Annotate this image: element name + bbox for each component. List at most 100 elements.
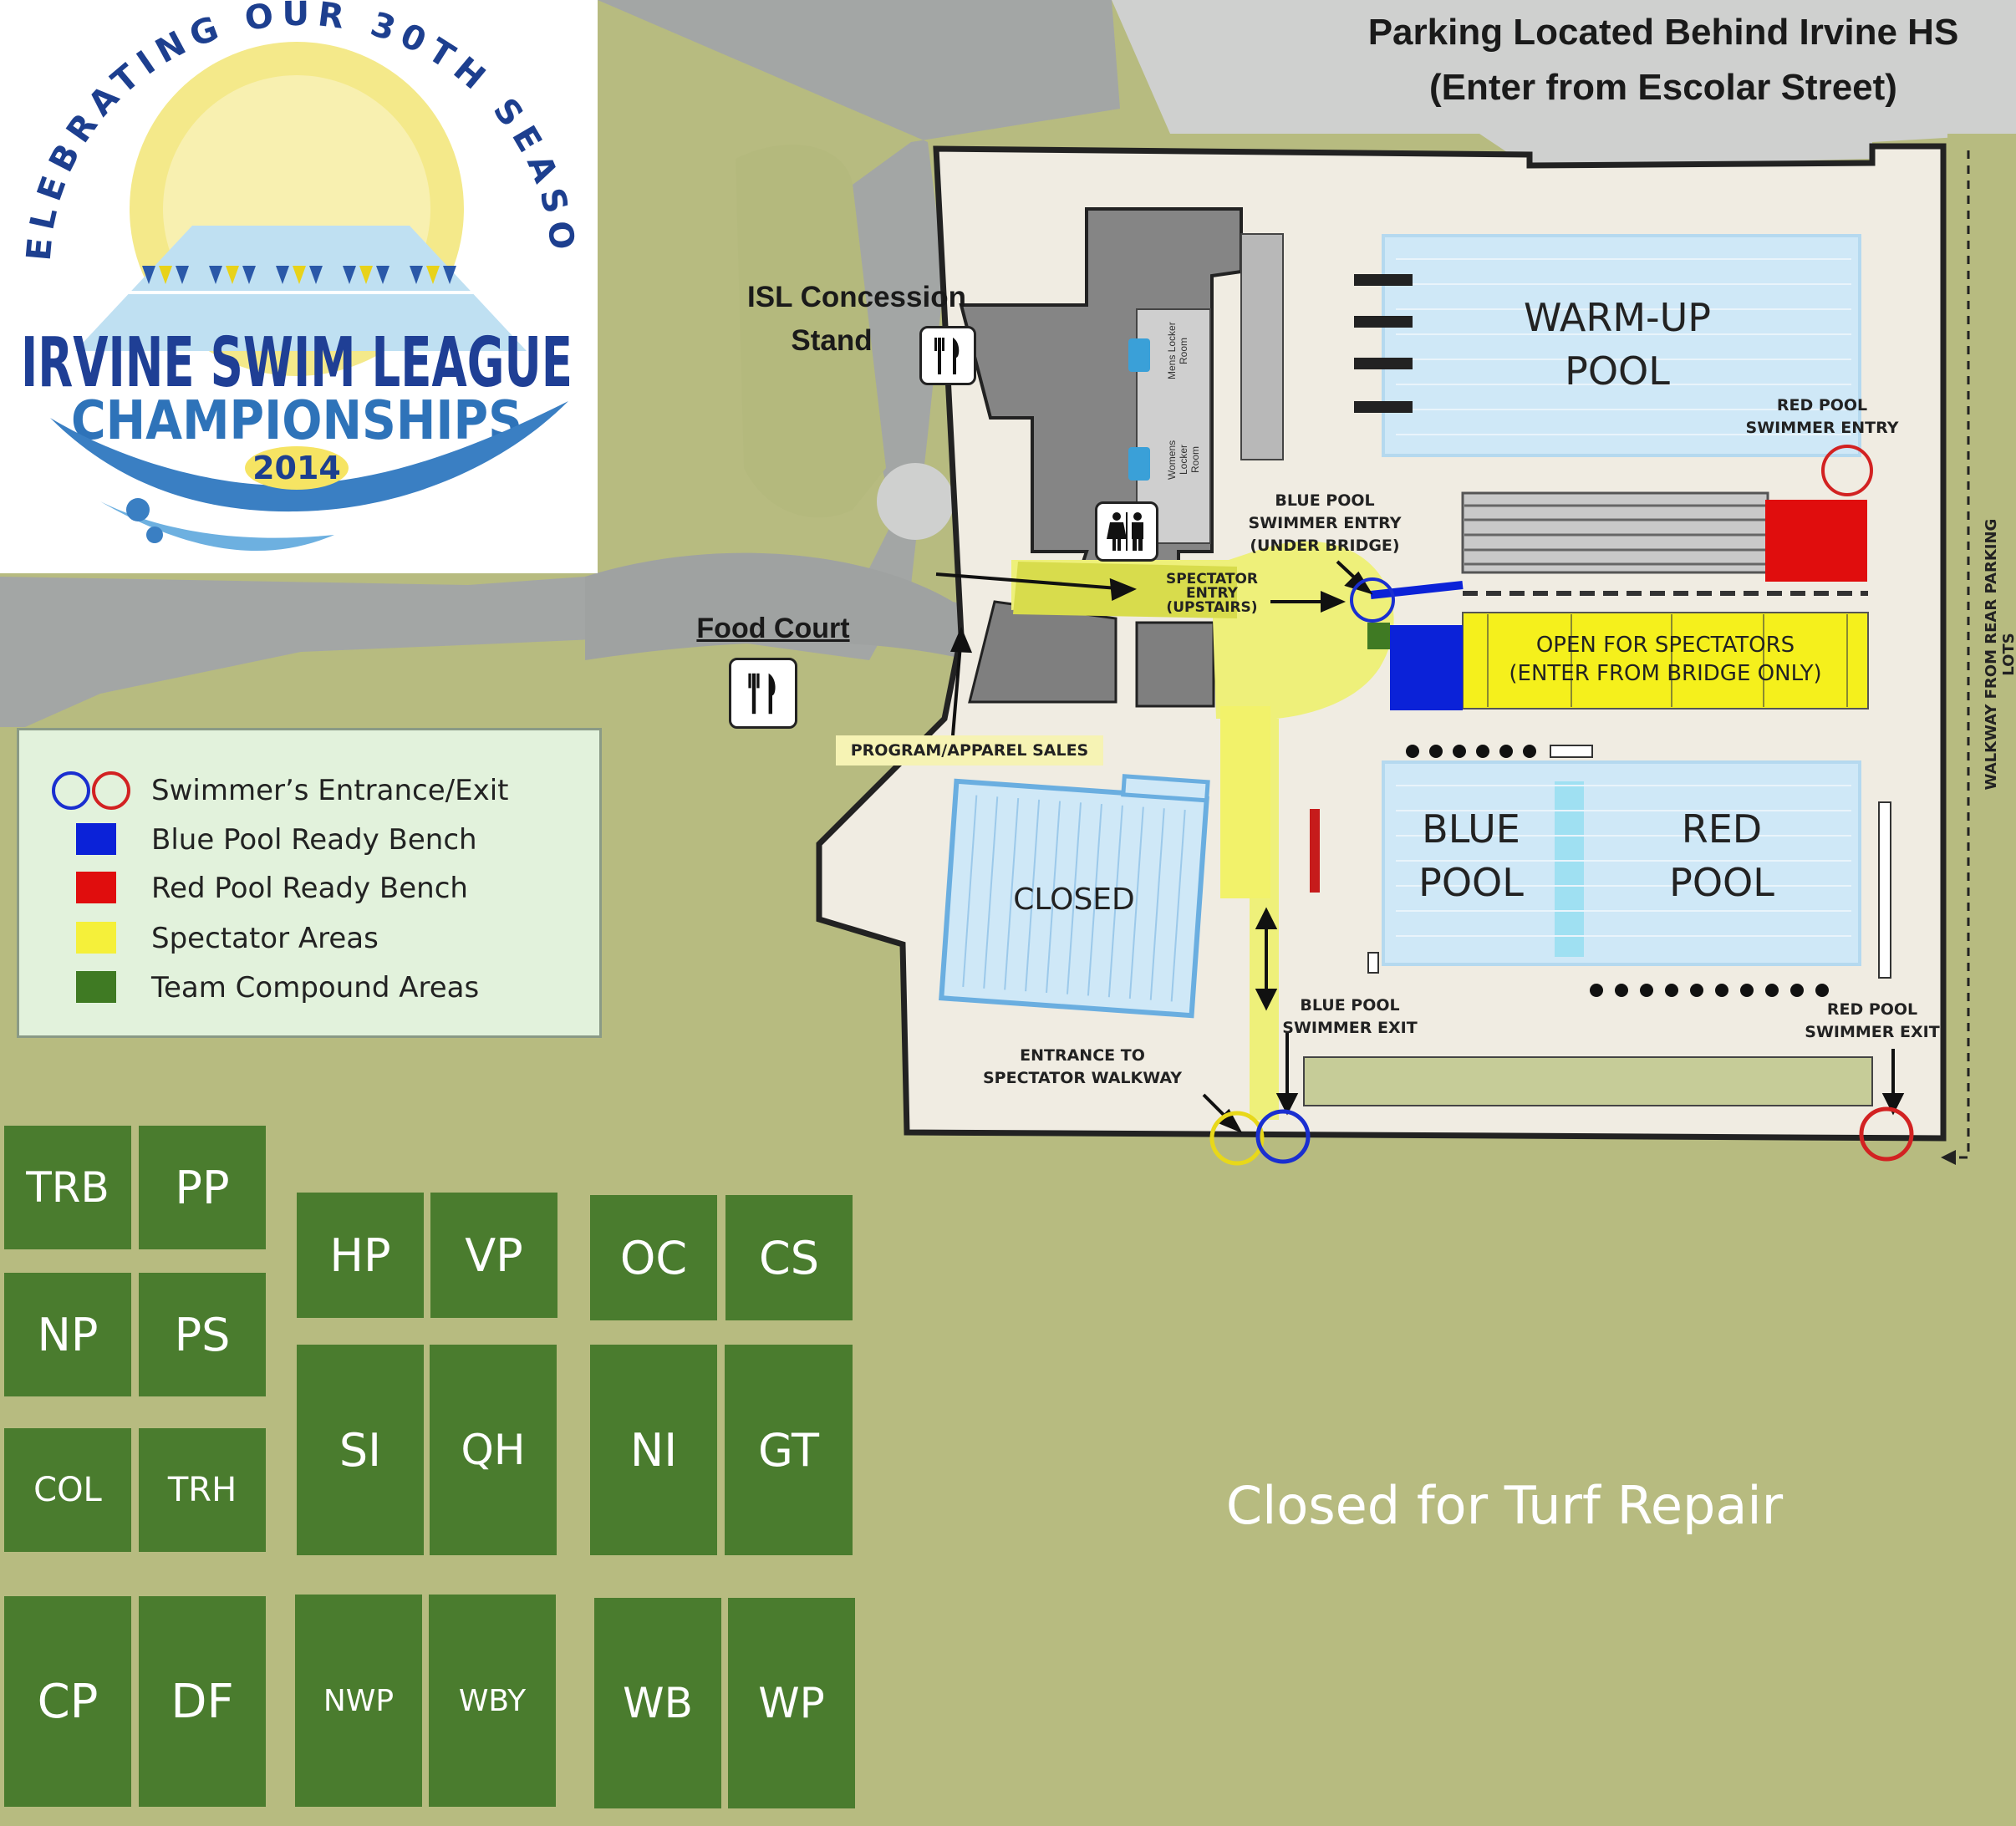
pool-divider — [1555, 781, 1584, 957]
team-compound: QH — [430, 1345, 557, 1555]
closed-pool — [939, 774, 1210, 1019]
planter-circle — [877, 463, 954, 540]
parking-lot — [0, 0, 1120, 727]
closed-pool-label: CLOSED — [1013, 882, 1135, 917]
fork-knife-icon — [748, 673, 776, 714]
rear-walkway-label: WALKWAY FROM REAR PARKING LOTS — [1983, 518, 2016, 791]
deck-strip — [1303, 1056, 1873, 1106]
red-pool-entry-marker — [1821, 445, 1873, 496]
program-sales-label: PROGRAM/APPAREL SALES — [836, 735, 1103, 765]
mens-locker-label: Mens Locker Room — [1166, 322, 1189, 380]
team-compound: PS — [139, 1273, 266, 1396]
rear-parking — [1112, 0, 2016, 167]
team-compound: NWP — [295, 1595, 422, 1807]
warmup-pool-label: WARM-UP POOL — [1471, 291, 1764, 398]
blue-exit-label: BLUE POOL SWIMMER EXIT — [1279, 994, 1421, 1040]
walkway-entrance-label: ENTRANCE TO SPECTATOR WALKWAY — [974, 1045, 1191, 1090]
team-compound: DF — [139, 1596, 266, 1807]
blue-pool-exit-marker — [1255, 1109, 1311, 1164]
closed-turf-label: Closed for Turf Repair — [1225, 1475, 1784, 1536]
team-compound: VP — [430, 1193, 557, 1318]
parking-note: Parking Located Behind Irvine HS (Enter … — [1321, 5, 2006, 115]
logo-subtitle: CHAMPIONSHIPS — [71, 390, 522, 452]
team-compound: NP — [4, 1273, 131, 1396]
competition-pool-lanes — [1396, 785, 1851, 937]
team-compound: WB — [594, 1598, 721, 1808]
concession-label-line2: Stand — [791, 324, 873, 357]
team-compound: WBY — [429, 1595, 556, 1807]
equipment-2 — [1367, 952, 1379, 974]
legend-item-team-compound: Team Compound Areas — [19, 966, 599, 1008]
red-entry-label: RED POOL SWIMMER ENTRY — [1739, 394, 1906, 440]
legend-swatch — [76, 872, 116, 903]
spectator-walkway-entrance-marker — [1209, 1111, 1265, 1166]
team-compound: OC — [590, 1195, 717, 1320]
spectator-entry-label-line3: (UPSTAIRS) — [1166, 599, 1258, 616]
spectator-entry-label-line2: ENTRY — [1186, 585, 1238, 602]
restroom-icon — [1095, 501, 1158, 562]
team-compound-marker — [1367, 623, 1390, 649]
warmup-pool-label-line1: WARM-UP — [1523, 295, 1712, 340]
blue-exit-label-line2: SWIMMER EXIT — [1282, 1019, 1418, 1037]
blue-pool-entry-marker — [1350, 577, 1395, 623]
blue-entry-label: BLUE POOL SWIMMER ENTRY (UNDER BRIDGE) — [1237, 490, 1413, 557]
blue-exit-label-line1: BLUE POOL — [1300, 996, 1400, 1015]
competition-pool — [1382, 760, 1861, 966]
concession-label-line1: ISL Concession — [747, 281, 966, 313]
equipment — [1550, 745, 1593, 758]
legend-label: Spectator Areas — [151, 922, 379, 955]
bleacher-rows — [1464, 504, 1765, 566]
blue-pool-label: BLUE POOL — [1387, 802, 1555, 909]
spectator-bleachers — [1462, 612, 1869, 710]
team-compound: CP — [4, 1596, 131, 1807]
building-block-2 — [968, 600, 1117, 704]
team-compound: PP — [139, 1126, 266, 1249]
blue-entry-label-line3: (UNDER BRIDGE) — [1250, 537, 1400, 555]
team-compound: COL — [4, 1428, 131, 1552]
side-bench — [1878, 801, 1891, 979]
walkway-entrance-label-line2: SPECTATOR WALKWAY — [983, 1069, 1182, 1087]
lane-marker-dots — [1406, 745, 1829, 997]
spectator-walkway — [1011, 541, 1394, 1120]
red-bench-side — [1310, 809, 1320, 893]
spectator-bleacher-lines — [1487, 614, 1848, 707]
parking-note-line1: Parking Located Behind Irvine HS — [1367, 12, 1959, 53]
spectator-open-label: OPEN FOR SPECTATORS (ENTER FROM BRIDGE O… — [1467, 631, 1864, 688]
restroom-figure — [1107, 512, 1143, 551]
team-compound: HP — [297, 1193, 424, 1318]
red-exit-label-line1: RED POOL — [1826, 1000, 1918, 1019]
grass-island — [736, 145, 886, 518]
blue-pool-label-line1: BLUE — [1422, 806, 1520, 852]
blue-entry-label-line2: SWIMMER ENTRY — [1248, 514, 1402, 532]
red-ready-bench — [1765, 500, 1867, 582]
red-exit-label: RED POOL SWIMMER EXIT — [1797, 999, 1947, 1044]
parking-note-line2: (Enter from Escolar Street) — [1429, 67, 1897, 108]
blue-entry-path — [1370, 581, 1464, 599]
red-pool-exit-marker — [1859, 1106, 1914, 1162]
fork-knife-icon — [934, 337, 960, 374]
league-logo: CELEBRATING OUR 30TH SEASON IRVINE SWIM … — [0, 0, 598, 573]
team-compound: CS — [725, 1195, 853, 1320]
warmup-pool-lanes — [1396, 258, 1851, 435]
food-court-label: Food Court — [696, 613, 850, 644]
logo-graphic: CELEBRATING OUR 30TH SEASON IRVINE SWIM … — [0, 0, 574, 552]
food-court-icon — [729, 658, 797, 729]
building-block-3 — [1135, 621, 1215, 708]
grass-strip — [1947, 134, 2016, 1178]
legend-swatch — [76, 922, 116, 954]
pool-graphic — [75, 226, 527, 351]
blue-entry-label-line1: BLUE POOL — [1275, 491, 1375, 510]
team-compound: GT — [725, 1345, 853, 1555]
team-compound: WP — [728, 1598, 855, 1808]
spectator-open-line2: (ENTER FROM BRIDGE ONLY) — [1509, 661, 1822, 686]
logo-title: IRVINE SWIM LEAGUE — [21, 323, 573, 403]
walkway-entrance-label-line1: ENTRANCE TO — [1020, 1046, 1145, 1065]
legend-swatch — [76, 971, 116, 1003]
blue-pool-label-line2: POOL — [1418, 860, 1524, 905]
spectator-open-line1: OPEN FOR SPECTATORS — [1535, 633, 1795, 658]
womens-locker-label: Womens Locker Room — [1166, 440, 1201, 480]
logo-wave — [50, 401, 568, 512]
legend-label: Blue Pool Ready Bench — [151, 823, 477, 857]
legend-swatch — [76, 823, 116, 855]
